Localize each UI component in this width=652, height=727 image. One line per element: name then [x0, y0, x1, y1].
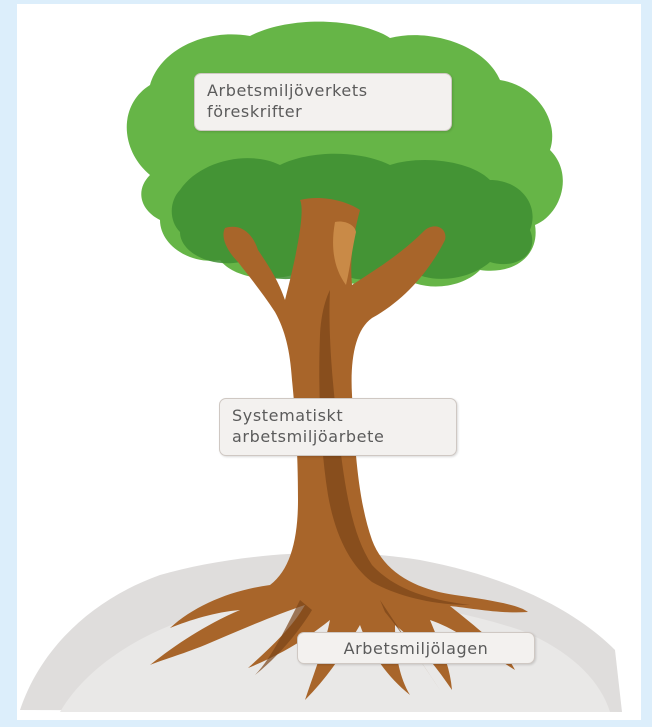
label-systematiskt-line2: arbetsmiljöarbete: [232, 426, 444, 447]
label-foreskrifter: Arbetsmiljöverkets föreskrifter: [194, 73, 452, 131]
label-foreskrifter-line1: Arbetsmiljöverkets: [207, 80, 439, 101]
label-arbetsmiljolagen: Arbetsmiljölagen: [297, 632, 535, 664]
label-foreskrifter-line2: föreskrifter: [207, 101, 439, 122]
label-systematiskt-line1: Systematiskt: [232, 405, 444, 426]
label-systematiskt-arbetsmiljoarbete: Systematiskt arbetsmiljöarbete: [219, 398, 457, 456]
label-arbetsmiljolagen-text: Arbetsmiljölagen: [310, 638, 522, 659]
